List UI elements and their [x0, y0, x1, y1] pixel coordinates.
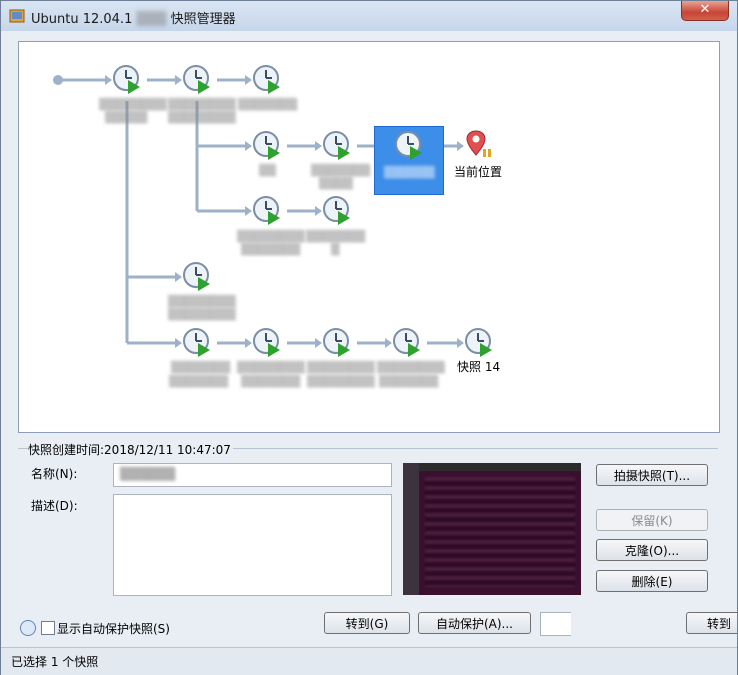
snapshot-clock-icon[interactable] [112, 64, 142, 94]
show-auto-protect-checkbox[interactable] [41, 621, 55, 635]
goto-partial-button[interactable]: 转到 [686, 612, 737, 634]
selected-snapshot-label[interactable]: ▒▒▒▒▒▒ [384, 166, 435, 179]
hidden-panel-edge [540, 612, 571, 636]
snapshot-clock-icon[interactable] [464, 327, 494, 357]
status-bar: 已选择 1 个快照 [1, 647, 737, 675]
snapshot-label[interactable]: ▒▒▒▒▒▒▒▒ [237, 361, 305, 374]
current-location-label[interactable]: 当前位置 [454, 165, 503, 179]
snapshot-clock-icon[interactable] [392, 327, 422, 357]
preview-launcher [403, 463, 419, 595]
window-title: Ubuntu 12.04.1 ▒▒▒ 快照管理器 [31, 12, 236, 27]
snapshot-clock-icon[interactable] [182, 327, 212, 357]
name-label: 名称(N): [31, 467, 78, 481]
status-text: 已选择 1 个快照 [11, 655, 99, 669]
snapshot-label[interactable]: ▒▒▒▒▒▒▒ [171, 361, 231, 374]
snapshot-label[interactable]: ▒ [331, 243, 340, 256]
snapshot-label[interactable]: ▒▒▒▒▒▒▒ [241, 243, 301, 256]
snapshot-clock-icon[interactable] [322, 195, 352, 225]
snapshot-label[interactable]: ▒▒▒▒▒▒▒ [379, 375, 439, 388]
description-label: 描述(D): [31, 499, 78, 513]
snapshot-details-group [18, 448, 718, 601]
last-snapshot-label[interactable]: 快照 14 [457, 360, 501, 374]
snapshot-label[interactable]: ▒▒▒▒▒▒▒▒ [237, 230, 305, 243]
take-snapshot-button[interactable]: 拍摄快照(T)... [596, 464, 708, 486]
snapshot-clock-icon[interactable] [182, 64, 212, 94]
snapshot-label[interactable]: ▒▒▒▒▒▒▒▒ [99, 98, 167, 111]
preview-topbar [403, 463, 581, 471]
snapshot-clock-icon[interactable] [394, 130, 424, 160]
snapshot-preview-thumbnail [403, 463, 581, 595]
snapshot-label[interactable]: ▒▒▒▒▒▒▒ [311, 164, 371, 177]
snapshot-label[interactable]: ▒▒ [259, 164, 276, 177]
title-bar[interactable]: Ubuntu 12.04.1 ▒▒▒ 快照管理器 ✕ [1, 1, 737, 31]
snapshot-label[interactable]: ▒▒▒▒▒▒▒▒ [168, 111, 236, 124]
snapshot-created-time: 快照创建时间:2018/12/11 10:47:07 [28, 441, 233, 458]
snapshot-label[interactable]: ▒▒▒▒▒▒▒ [306, 230, 366, 243]
keep-button[interactable]: 保留(K) [596, 509, 708, 531]
snapshot-clock-icon[interactable] [322, 130, 352, 160]
close-button[interactable]: ✕ [681, 1, 729, 21]
name-value: ▒▒▒▒▒▒ [120, 467, 176, 481]
description-field[interactable] [113, 494, 392, 596]
snapshot-clock-icon[interactable] [252, 64, 282, 94]
preview-terminal-content [425, 477, 575, 587]
snapshot-label[interactable]: ▒▒▒▒▒▒▒ [238, 98, 298, 111]
location-pin-icon[interactable] [464, 129, 494, 159]
snapshot-label[interactable]: ▒▒▒▒▒▒▒▒ [168, 295, 236, 308]
snapshot-label[interactable]: ▒▒▒▒▒▒▒▒ [168, 308, 236, 321]
snapshot-label[interactable]: ▒▒▒▒▒ [105, 111, 148, 124]
snapshot-label[interactable]: ▒▒▒▒▒▒▒▒ [307, 375, 375, 388]
auto-protect-button[interactable]: 自动保护(A)... [418, 612, 531, 634]
snapshot-label[interactable]: ▒▒▒▒▒▒▒▒ [377, 361, 445, 374]
vmware-app-icon [9, 9, 25, 23]
goto-button[interactable]: 转到(G) [324, 612, 410, 634]
clone-button[interactable]: 克隆(O)... [596, 539, 708, 561]
snapshot-label[interactable]: ▒▒▒▒ [319, 177, 353, 190]
snapshot-tree-panel[interactable] [18, 41, 720, 433]
delete-button[interactable]: 删除(E) [596, 570, 708, 592]
snapshot-clock-icon[interactable] [182, 261, 212, 291]
snapshot-clock-icon[interactable] [252, 327, 282, 357]
snapshot-label[interactable]: ▒▒▒▒▒▒▒ [241, 375, 301, 388]
snapshot-clock-icon[interactable] [252, 130, 282, 160]
snapshot-clock-icon[interactable] [252, 195, 282, 225]
snapshot-tree-connectors [53, 75, 464, 348]
name-field[interactable]: ▒▒▒▒▒▒ [113, 463, 392, 487]
snapshot-label[interactable]: ▒▒▒▒▒▒▒▒ [307, 361, 375, 374]
snapshot-label[interactable]: ▒▒▒▒▒▒▒ [169, 375, 229, 388]
help-icon[interactable] [20, 620, 36, 636]
show-auto-protect-label[interactable]: 显示自动保护快照(S) [57, 622, 170, 636]
snapshot-clock-icon[interactable] [322, 327, 352, 357]
snapshot-label[interactable]: ▒▒▒▒▒▒▒▒ [168, 98, 236, 111]
